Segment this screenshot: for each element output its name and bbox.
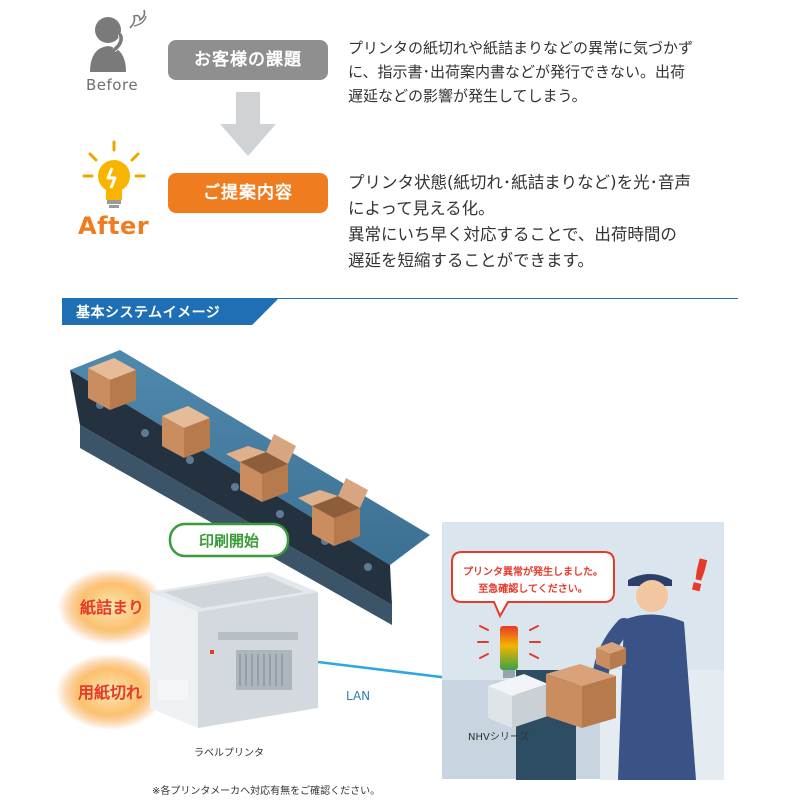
nhv-device (488, 674, 548, 728)
print-start-badge: 印刷開始 (168, 522, 290, 558)
proposal-description: プリンタ状態(紙切れ･紙詰まりなど)を光･音声 によって見える化。 異常にいち早… (348, 173, 691, 270)
package-box (546, 642, 626, 728)
after-label: After (78, 212, 150, 240)
open-cardboard-box (298, 478, 368, 546)
cardboard-box (162, 406, 210, 458)
lan-label: LAN (346, 689, 370, 703)
paper-jam-alert: 紙詰まり (58, 569, 166, 645)
light-bulb-icon (82, 140, 146, 212)
label-printer-caption: ラベルプリンタ (194, 747, 264, 759)
proposal-heading: ご提案内容 (168, 173, 328, 213)
alert-speech-bubble: プリンタ異常が発生しました。 至急確認してください。 (451, 551, 615, 619)
down-arrow-icon (218, 92, 278, 162)
nhv-series-caption: NHVシリーズ (468, 730, 529, 743)
paper-out-alert: 用紙切れ (56, 654, 164, 730)
cardboard-box (88, 358, 136, 410)
paper-jam-label: 紙詰まり (80, 598, 144, 617)
print-start-label: 印刷開始 (199, 532, 259, 550)
section-divider (62, 298, 738, 299)
label-printer (150, 572, 318, 728)
worried-person-icon (84, 6, 156, 76)
signal-tower-icon (477, 625, 541, 678)
customer-issue-heading: お客様の課題 (168, 40, 328, 80)
speech-line-2: 至急確認してください。 (478, 582, 587, 595)
manufacturer-footnote: ※各プリンタメーカへ対応有無をご確認ください。 (152, 786, 381, 797)
speech-line-1: プリンタ異常が発生しました。 (463, 565, 603, 578)
section-tab (62, 299, 278, 325)
section-title: 基本システムイメージ (76, 305, 221, 321)
system-diagram: 印刷開始 紙詰まり 用紙切れ ラベ (0, 330, 800, 780)
customer-issue-description: プリンタの紙切れや紙詰まりなどの異常に気づかず に、指示書･出荷案内書などが発行… (348, 39, 694, 105)
open-cardboard-box (226, 434, 296, 502)
before-label: Before (86, 76, 139, 94)
paper-out-label: 用紙切れ (78, 683, 142, 702)
